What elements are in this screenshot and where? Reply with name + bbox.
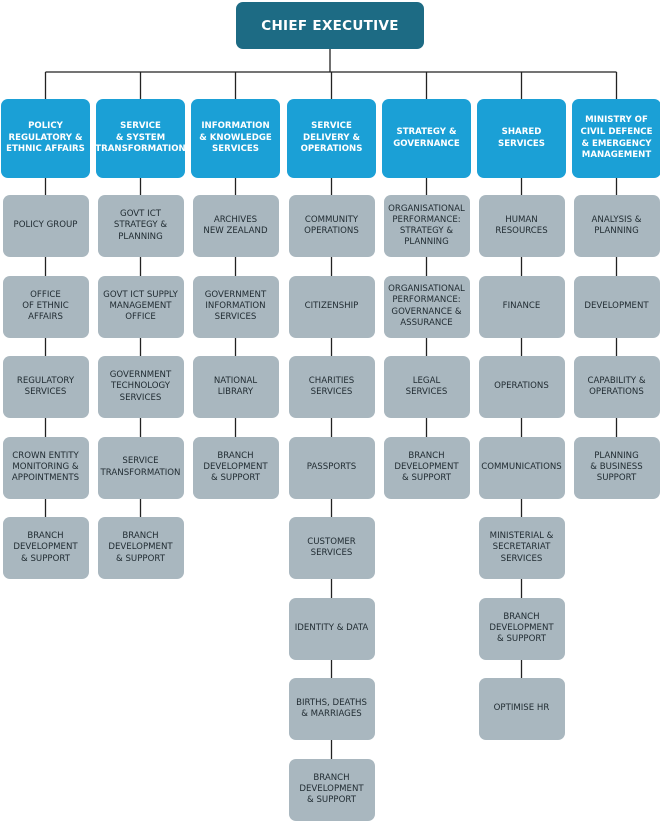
- unit-label: BRANCH DEVELOPMENT & SUPPORT: [203, 450, 268, 484]
- unit-box: BRANCH DEVELOPMENT & SUPPORT: [478, 597, 565, 660]
- unit-box: CAPABILITY & OPERATIONS: [573, 356, 660, 418]
- unit-box: GOVERNMENT INFORMATION SERVICES: [192, 275, 279, 338]
- unit-label: OPTIMISE HR: [493, 703, 550, 714]
- unit-box: MINISTERIAL & SECRETARIAT SERVICES: [478, 517, 565, 579]
- unit-label: IDENTITY & DATA: [294, 622, 369, 633]
- unit-label: HUMAN RESOURCES: [495, 214, 548, 236]
- unit-label: GOVT ICT SUPPLY MANAGEMENT OFFICE: [103, 289, 178, 323]
- unit-box: PASSPORTS: [288, 436, 375, 499]
- department-header: MINISTRY OF CIVIL DEFENCE & EMERGENCY MA…: [572, 99, 660, 178]
- unit-box: BRANCH DEVELOPMENT & SUPPORT: [383, 436, 470, 499]
- unit-box: POLICY GROUP: [2, 195, 89, 257]
- unit-label: BRANCH DEVELOPMENT & SUPPORT: [299, 772, 364, 806]
- unit-box: FINANCE: [478, 275, 565, 338]
- unit-box: DEVELOPMENT: [573, 275, 660, 338]
- unit-box: ORGANISATIONAL PERFORMANCE: STRATEGY & P…: [383, 195, 470, 257]
- unit-label: CAPABILITY & OPERATIONS: [587, 375, 646, 397]
- chief-executive-label: CHIEF EXECUTIVE: [261, 17, 399, 34]
- department-header: SHARED SERVICES: [477, 99, 566, 178]
- unit-label: COMMUNICATIONS: [481, 461, 562, 472]
- unit-label: ORGANISATIONAL PERFORMANCE: STRATEGY & P…: [388, 203, 465, 248]
- unit-label: BIRTHS, DEATHS & MARRIAGES: [296, 697, 367, 719]
- unit-box: GOVT ICT STRATEGY & PLANNING: [97, 195, 184, 257]
- chief-executive-box: CHIEF EXECUTIVE: [236, 2, 424, 49]
- unit-box: PLANNING & BUSINESS SUPPORT: [573, 436, 660, 499]
- unit-box: ANALYSIS & PLANNING: [573, 195, 660, 257]
- unit-box: COMMUNICATIONS: [478, 436, 565, 499]
- unit-box: CROWN ENTITY MONITORING & APPOINTMENTS: [2, 436, 89, 499]
- unit-box: IDENTITY & DATA: [288, 597, 375, 660]
- unit-box: REGULATORY SERVICES: [2, 356, 89, 418]
- unit-box: OPTIMISE HR: [478, 678, 565, 740]
- unit-label: GOVT ICT STRATEGY & PLANNING: [113, 209, 168, 242]
- unit-label: ORGANISATIONAL PERFORMANCE: GOVERNANCE &…: [388, 284, 465, 328]
- unit-box: NATIONAL LIBRARY: [192, 356, 279, 418]
- unit-label: BRANCH DEVELOPMENT & SUPPORT: [489, 611, 554, 645]
- unit-label: CITIZENSHIP: [304, 300, 359, 311]
- unit-label: ARCHIVES NEW ZEALAND: [203, 214, 268, 236]
- unit-box: CUSTOMER SERVICES: [288, 517, 375, 579]
- unit-label: POLICY GROUP: [13, 220, 78, 231]
- unit-box: OFFICE OF ETHNIC AFFAIRS: [2, 275, 89, 338]
- department-header-label: SERVICE & SYSTEM TRANSFORMATION: [95, 121, 186, 155]
- department-header: SERVICE & SYSTEM TRANSFORMATION: [95, 99, 186, 178]
- unit-label: SERVICE TRANSFORMATION: [100, 456, 181, 478]
- department-header: SERVICE DELIVERY & OPERATIONS: [287, 99, 376, 178]
- unit-box: COMMUNITY OPERATIONS: [288, 195, 375, 257]
- unit-box: BRANCH DEVELOPMENT & SUPPORT: [97, 517, 184, 579]
- unit-box: GOVERNMENT TECHNOLOGY SERVICES: [97, 356, 184, 418]
- unit-label: FINANCE: [502, 300, 541, 311]
- unit-label: BRANCH DEVELOPMENT & SUPPORT: [108, 531, 173, 564]
- unit-box: OPERATIONS: [478, 356, 565, 418]
- unit-box: ORGANISATIONAL PERFORMANCE: GOVERNANCE &…: [383, 275, 470, 338]
- unit-label: CHARITIES SERVICES: [308, 375, 355, 397]
- department-header-label: INFORMATION & KNOWLEDGE SERVICES: [199, 121, 272, 155]
- department-header-label: SHARED SERVICES: [498, 126, 545, 149]
- department-header-label: STRATEGY & GOVERNANCE: [393, 126, 460, 149]
- unit-box: SERVICE TRANSFORMATION: [97, 436, 184, 499]
- department-header-label: MINISTRY OF CIVIL DEFENCE & EMERGENCY MA…: [580, 115, 653, 161]
- unit-label: GOVERNMENT TECHNOLOGY SERVICES: [109, 370, 172, 403]
- unit-box: HUMAN RESOURCES: [478, 195, 565, 257]
- unit-label: BRANCH DEVELOPMENT & SUPPORT: [13, 531, 78, 564]
- department-header: STRATEGY & GOVERNANCE: [382, 99, 471, 178]
- unit-label: BRANCH DEVELOPMENT & SUPPORT: [394, 450, 459, 484]
- unit-label: OFFICE OF ETHNIC AFFAIRS: [22, 289, 69, 323]
- unit-box: BRANCH DEVELOPMENT & SUPPORT: [192, 436, 279, 499]
- unit-label: OPERATIONS: [494, 381, 549, 392]
- unit-label: MINISTERIAL & SECRETARIAT SERVICES: [489, 531, 554, 564]
- unit-label: CROWN ENTITY MONITORING & APPOINTMENTS: [11, 450, 80, 484]
- department-header-label: POLICY REGULATORY & ETHNIC AFFAIRS: [6, 121, 85, 155]
- unit-label: REGULATORY SERVICES: [16, 375, 75, 397]
- unit-label: PASSPORTS: [306, 461, 357, 472]
- unit-label: PLANNING & BUSINESS SUPPORT: [590, 450, 643, 484]
- department-header: POLICY REGULATORY & ETHNIC AFFAIRS: [1, 99, 90, 178]
- unit-label: COMMUNITY OPERATIONS: [304, 214, 359, 236]
- department-header-label: SERVICE DELIVERY & OPERATIONS: [300, 121, 363, 155]
- unit-box: BRANCH DEVELOPMENT & SUPPORT: [2, 517, 89, 579]
- unit-label: DEVELOPMENT: [584, 300, 649, 311]
- unit-box: CITIZENSHIP: [288, 275, 375, 338]
- unit-box: BRANCH DEVELOPMENT & SUPPORT: [288, 758, 375, 821]
- department-header: INFORMATION & KNOWLEDGE SERVICES: [191, 99, 280, 178]
- unit-box: BIRTHS, DEATHS & MARRIAGES: [288, 678, 375, 740]
- unit-box: CHARITIES SERVICES: [288, 356, 375, 418]
- unit-box: LEGAL SERVICES: [383, 356, 470, 418]
- unit-label: ANALYSIS & PLANNING: [591, 214, 642, 236]
- unit-label: CUSTOMER SERVICES: [307, 536, 356, 558]
- unit-label: GOVERNMENT INFORMATION SERVICES: [204, 289, 267, 323]
- unit-box: GOVT ICT SUPPLY MANAGEMENT OFFICE: [97, 275, 184, 338]
- unit-label: NATIONAL LIBRARY: [213, 375, 258, 397]
- unit-label: LEGAL SERVICES: [405, 375, 448, 397]
- unit-box: ARCHIVES NEW ZEALAND: [192, 195, 279, 257]
